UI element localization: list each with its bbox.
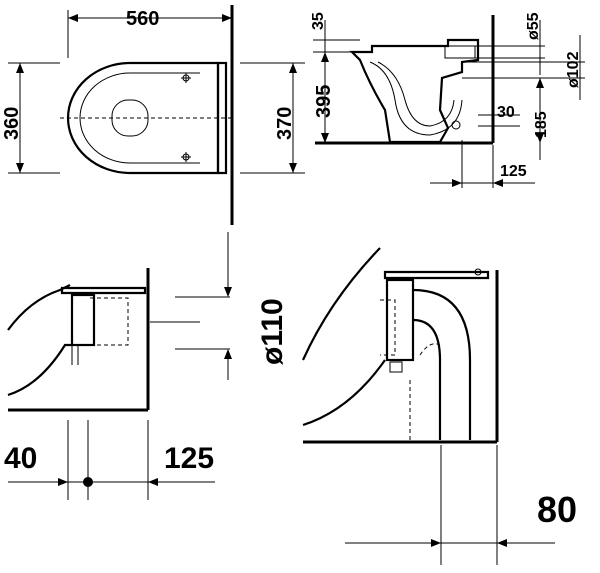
- dim-outlet-wall-label: 125: [500, 163, 527, 180]
- dim-depth-right-label: 370: [274, 107, 296, 140]
- dim-wall-right-label: 125: [164, 442, 214, 475]
- dim-wall-left-label: 40: [4, 442, 37, 475]
- top-view-inner-rim: [79, 72, 200, 164]
- dim-outlet-distance-label: 80: [537, 489, 577, 530]
- fixing-hole-icon: [181, 73, 191, 83]
- dim-pipe-label: ø110: [256, 298, 289, 365]
- dim-offset-label: 30: [497, 104, 515, 121]
- vertical-outlet-detail: 80: [301, 247, 577, 565]
- side-view-outlet-mark: [451, 120, 461, 130]
- vdetail-outlet-bend: [412, 288, 472, 440]
- top-view-bowl-outline: [66, 61, 220, 175]
- dim-outlet-wall-arrow: [452, 179, 462, 187]
- vdetail-hidden2: [409, 343, 441, 440]
- side-view-trapway: [369, 61, 463, 136]
- top-view: 560 360 370: [1, 5, 305, 225]
- dim-outlet-wall-arrow2: [493, 179, 503, 187]
- dim-width: [67, 10, 232, 58]
- dim-depth-right: [240, 62, 305, 174]
- dim-width-label: 560: [126, 8, 159, 30]
- dim-height-label: 395: [313, 85, 335, 118]
- fixing-hole-icon: [181, 152, 191, 162]
- dim-top-offset-label: 35: [310, 12, 327, 30]
- dim-outlet-height-arrow2: [536, 133, 544, 143]
- dim-outlet-height-arrow: [536, 78, 544, 88]
- detail-pipe-arrowhead2: [224, 349, 232, 359]
- vdetail-hidden: [380, 299, 396, 356]
- dim-height-arrow: [321, 52, 329, 62]
- side-view: 35 395 ø55 ø102 30 185 125: [310, 12, 585, 188]
- dim-depth-left: [8, 62, 60, 174]
- dim-inlet-label: ø55: [525, 12, 542, 40]
- side-view-trapway-inner: [377, 61, 455, 127]
- side-view-bowl: [349, 38, 480, 144]
- dim-arrow: [431, 539, 441, 547]
- dim-depth-left-label: 360: [1, 107, 23, 140]
- horizontal-outlet-detail: ø110 40 125: [4, 232, 289, 500]
- vdetail-seat: [383, 270, 490, 280]
- detail-pipe-arrowhead: [224, 287, 232, 297]
- vdetail-bracket: [389, 361, 403, 373]
- detail-seat: [60, 286, 147, 295]
- vdetail-outlet-connector: [385, 278, 415, 362]
- detail-pipe-hidden: [90, 297, 129, 346]
- vdetail-hinge: [474, 268, 482, 276]
- detail-outlet-connector: [70, 293, 96, 347]
- dim-arrow: [497, 539, 507, 547]
- dim-outlet-label: ø102: [565, 51, 582, 88]
- dim-outlet-height-label: 185: [533, 111, 550, 138]
- detail-bowl: [7, 284, 72, 397]
- dim-arrow: [58, 478, 68, 486]
- dim-center-dot: [83, 477, 93, 487]
- side-view-inlet: [444, 45, 476, 59]
- dim-arrow: [148, 478, 158, 486]
- vdetail-bowl: [301, 247, 386, 427]
- dim-height-arrow2: [321, 133, 329, 143]
